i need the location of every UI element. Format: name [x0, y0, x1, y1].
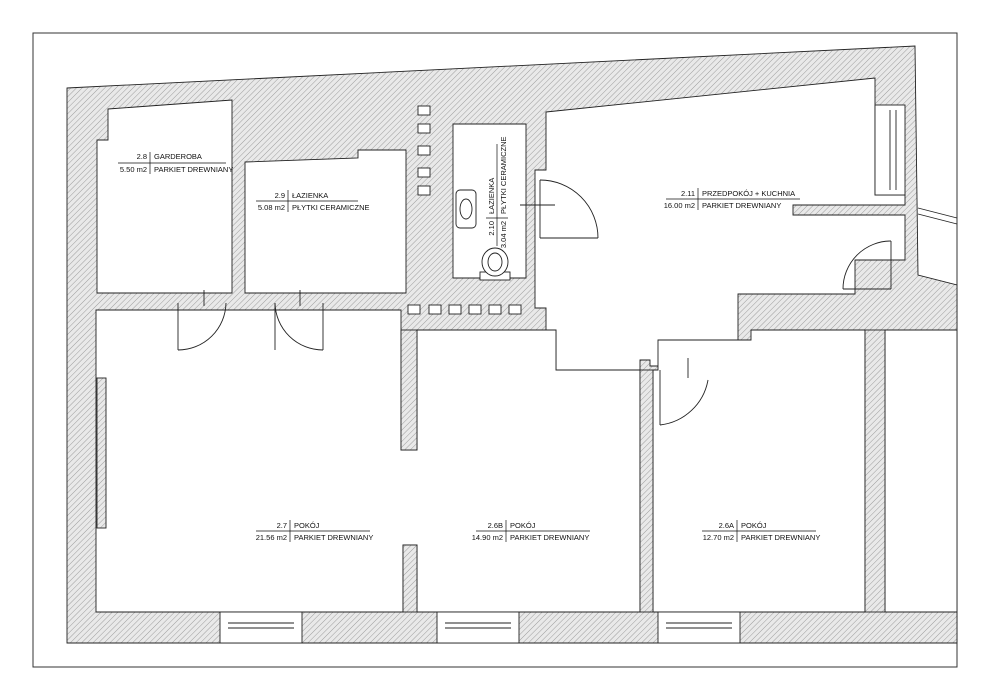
room-2-9-lazienka: [244, 149, 407, 294]
room-id: 2.9: [275, 191, 285, 200]
room-id: 2.6B: [488, 521, 503, 530]
room-interiors: [95, 77, 958, 613]
room-floor: PARKIET DREWNIANY: [510, 533, 589, 542]
room-name: GARDEROBA: [154, 152, 202, 161]
room-label-2-6a: 2.6A POKÓJ 12.70 m2 PARKIET DREWNIANY: [702, 520, 820, 542]
room-label-2-10: 2.10 ŁAZIENKA 3.04 m2 PŁYTKI CERAMICZNE: [486, 136, 508, 248]
windows: [219, 104, 906, 644]
room-id: 2.6A: [719, 521, 734, 530]
room-right-partial: [884, 329, 958, 613]
room-area: 5.08 m2: [258, 203, 285, 212]
wall-segment: [639, 369, 654, 613]
room-id: 2.11: [681, 189, 695, 198]
room-floor: PARKIET DREWNIANY: [154, 165, 233, 174]
room-name: ŁAZIENKA: [487, 178, 496, 214]
room-area: 14.90 m2: [472, 533, 503, 542]
room-floor: PARKIET DREWNIANY: [294, 533, 373, 542]
room-id: 2.10: [487, 221, 496, 236]
room-label-2-9: 2.9 ŁAZIENKA 5.08 m2 PŁYTKI CERAMICZNE: [256, 190, 370, 212]
room-2-10-lazienka: [452, 123, 527, 279]
room-2-6a-pokoj: [652, 329, 866, 613]
room-label-2-7: 2.7 POKÓJ 21.56 m2 PARKIET DREWNIANY: [256, 520, 373, 542]
wall-segment: [402, 544, 418, 613]
vent-ducts: [407, 105, 522, 315]
room-label-2-6b: 2.6B POKÓJ 14.90 m2 PARKIET DREWNIANY: [472, 520, 590, 542]
room-label-2-8: 2.8 GARDEROBA 5.50 m2 PARKIET DREWNIANY: [118, 152, 233, 174]
room-area: 5.50 m2: [120, 165, 147, 174]
room-area: 21.56 m2: [256, 533, 287, 542]
room-area: 12.70 m2: [703, 533, 734, 542]
room-id: 2.7: [277, 521, 287, 530]
room-name: PRZEDPOKÓJ + KUCHNIA: [702, 189, 795, 198]
room-id: 2.8: [137, 152, 147, 161]
room-name: POKÓJ: [741, 521, 767, 530]
room-floor: PŁYTKI CERAMICZNE: [499, 136, 508, 214]
wall-segment: [864, 329, 886, 613]
room-name: ŁAZIENKA: [292, 191, 328, 200]
exterior-detail: [917, 207, 958, 225]
room-floor: PARKIET DREWNIANY: [702, 201, 781, 210]
room-area: 16.00 m2: [664, 201, 695, 210]
wall-segment: [400, 329, 418, 451]
room-2-8-garderoba: [96, 99, 233, 294]
wall-segment: [96, 377, 107, 529]
room-name: POKÓJ: [294, 521, 320, 530]
room-floor: PARKIET DREWNIANY: [741, 533, 820, 542]
room-floor: PŁYTKI CERAMICZNE: [292, 203, 370, 212]
room-label-2-11: 2.11 PRZEDPOKÓJ + KUCHNIA 16.00 m2 PARKI…: [664, 188, 800, 210]
room-name: POKÓJ: [510, 521, 536, 530]
room-area: 3.04 m2: [499, 221, 508, 248]
doors: [177, 179, 905, 426]
sanitary-fixtures: [455, 189, 511, 281]
